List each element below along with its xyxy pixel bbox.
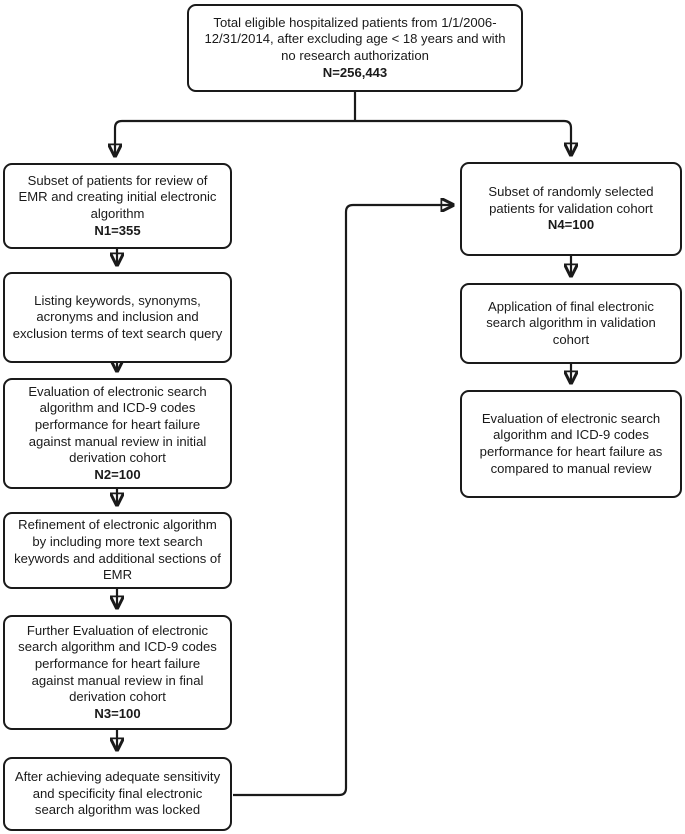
node-further-evaluation-line4: manual review in final <box>77 672 204 688</box>
node-subset-emr-count: N1=355 <box>94 222 141 238</box>
node-application-final[interactable]: Application of final electronic search a… <box>460 283 682 364</box>
node-subset-validation-line2: patients for validation cohort <box>489 200 653 216</box>
node-evaluation-initial-line2: algorithm and ICD-9 codes <box>39 400 196 416</box>
node-total-eligible-line1: Total eligible hospitalized patients fro… <box>213 14 497 30</box>
node-evaluation-initial[interactable]: Evaluation of electronic search algorith… <box>3 378 232 489</box>
node-evaluation-initial-line1: Evaluation of electronic search <box>28 383 207 399</box>
edge-split-right <box>355 119 571 155</box>
node-application-final-line1: Application of final electronic search <box>486 298 654 331</box>
node-further-evaluation-line3: performance for heart failure against <box>31 655 201 688</box>
node-total-eligible[interactable]: Total eligible hospitalized patients fro… <box>187 4 523 92</box>
node-application-final-line2: algorithm in validation cohort <box>529 315 656 347</box>
node-evaluation-validation-line4: compared to manual review <box>490 460 652 476</box>
node-subset-validation[interactable]: Subset of randomly selected patients for… <box>460 162 682 256</box>
node-algorithm-locked-line1: After achieving adequate sensitivity <box>14 769 221 785</box>
node-evaluation-validation[interactable]: Evaluation of electronic search algorith… <box>460 390 682 498</box>
node-evaluation-validation-line1: Evaluation of electronic search <box>481 410 661 426</box>
node-evaluation-initial-line3: performance for heart failure against <box>28 416 201 449</box>
edge-split-left <box>115 119 355 156</box>
node-listing-keywords-line1: Listing keywords, synonyms, <box>34 292 201 308</box>
node-subset-validation-line1: Subset of randomly selected <box>488 184 654 200</box>
node-listing-keywords[interactable]: Listing keywords, synonyms, acronyms and… <box>3 272 232 363</box>
node-listing-keywords-line2: acronyms and inclusion and <box>36 309 199 325</box>
node-further-evaluation[interactable]: Further Evaluation of electronic search … <box>3 615 232 730</box>
node-total-eligible-line2: 12/31/2014, after excluding age < 18 yea… <box>204 31 506 63</box>
node-evaluation-validation-line2: algorithm and ICD-9 codes <box>493 427 649 443</box>
node-evaluation-initial-line5: derivation cohort <box>69 450 166 466</box>
node-refinement-line2: including more text search keywords <box>14 533 203 566</box>
node-algorithm-locked-line3: algorithm was locked <box>77 802 201 818</box>
node-algorithm-locked-line2: and specificity final electronic search <box>32 785 203 818</box>
node-refinement[interactable]: Refinement of electronic algorithm by in… <box>3 512 232 589</box>
node-subset-emr-line3: algorithm <box>90 206 145 221</box>
node-further-evaluation-line2: search algorithm and ICD-9 codes <box>18 639 217 655</box>
node-further-evaluation-count: N3=100 <box>94 705 141 721</box>
node-refinement-line3: and additional sections of EMR <box>73 550 221 583</box>
node-subset-emr[interactable]: Subset of patients for review of EMR and… <box>3 163 232 249</box>
node-evaluation-initial-count: N2=100 <box>94 466 141 482</box>
node-listing-keywords-line3: exclusion terms of text search query <box>12 325 223 341</box>
node-further-evaluation-line5: derivation cohort <box>69 689 166 705</box>
node-subset-validation-count: N4=100 <box>547 217 595 233</box>
node-algorithm-locked[interactable]: After achieving adequate sensitivity and… <box>3 757 232 831</box>
node-total-eligible-line3: research authorization <box>299 48 429 63</box>
node-subset-emr-line2: and creating initial electronic <box>51 189 217 205</box>
node-refinement-line1: Refinement of electronic algorithm by <box>18 517 217 549</box>
edge-locked-to-validation <box>233 205 453 797</box>
node-further-evaluation-line1: Further Evaluation of electronic <box>26 622 209 638</box>
node-evaluation-validation-line3: performance for heart failure as <box>479 444 663 459</box>
node-subset-emr-line1: Subset of patients for review of EMR <box>18 172 208 205</box>
node-total-eligible-count: N=256,443 <box>322 64 388 80</box>
node-evaluation-initial-line4: manual review in initial <box>74 433 207 449</box>
